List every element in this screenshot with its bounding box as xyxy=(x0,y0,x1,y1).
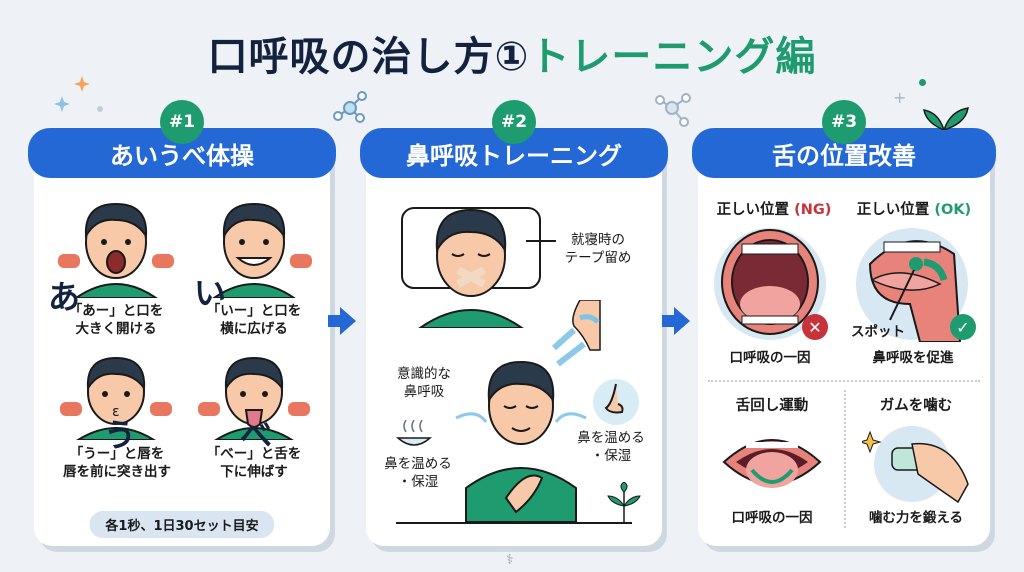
face-a-illustration xyxy=(58,202,174,298)
kana-i: い xyxy=(194,274,227,312)
step-badge: #1 xyxy=(160,100,204,144)
step-badge: #2 xyxy=(492,100,536,144)
chew-gum-illustration xyxy=(862,426,969,504)
warm-humidify-right: 鼻を温める ・保湿 xyxy=(577,430,645,464)
card-header: あいうべ体操 xyxy=(28,128,336,178)
column-divider xyxy=(844,390,846,528)
caption-i: 「いー」と口を 横に広げる xyxy=(206,303,302,337)
dot-decoration xyxy=(919,79,926,86)
svg-text:ε: ε xyxy=(112,404,120,420)
open-mouth-ng-illustration xyxy=(714,228,826,340)
arrow-right-icon xyxy=(328,307,356,335)
sleeping-tape-illustration xyxy=(401,207,541,328)
tongue-spot-ok-illustration xyxy=(856,228,968,342)
step-badge: #3 xyxy=(822,100,866,144)
ok-check-icon: ✓ xyxy=(950,314,976,340)
card-aiube-exercise: #1 あいうべ体操 あ 「あー」と口を 大きく開ける い 「いー」と口を 横に広… xyxy=(28,100,336,546)
ng-position-label: 正しい位置 (NG) xyxy=(716,202,832,218)
molecule-icon xyxy=(333,91,367,123)
frequency-note: 各1秒、1日30セット目安 xyxy=(89,511,275,538)
nose-airway-icon xyxy=(551,300,601,367)
face-i-illustration xyxy=(212,202,312,298)
caduceus-icon: ⚕ xyxy=(506,552,514,568)
tape-label: 就寝時の テープ留め xyxy=(564,232,632,266)
card-tongue-position: #3 舌の位置改善 正しい位置 (NG) 正しい位置 (OK) ✕ 口呼吸の一因… xyxy=(692,100,996,546)
page-title: 口呼吸の治し方①トレーニング編 xyxy=(0,24,1024,82)
tongue-rolling-title: 舌回し運動 xyxy=(735,398,809,414)
face-be-illustration xyxy=(198,356,310,440)
caption-be: 「べー」と舌を 下に伸ばす xyxy=(206,446,302,480)
ng-caption: 口呼吸の一因 xyxy=(729,350,811,366)
plant-icon xyxy=(607,482,641,522)
steam-bowl-icon xyxy=(396,419,432,446)
leaf-sprout-icon xyxy=(923,107,969,130)
caption-u: 「うー」と唇を 唇を前に突き出す xyxy=(63,446,171,480)
breathing-person-illustration xyxy=(455,360,587,522)
dot-decoration xyxy=(97,106,103,112)
spot-label: スポット xyxy=(851,324,905,340)
leader-line xyxy=(526,240,556,242)
sparkle-icon xyxy=(54,96,70,112)
nose-icon xyxy=(593,379,639,425)
card-header: 鼻呼吸トレーニング xyxy=(360,128,668,178)
tongue-rolling-illustration xyxy=(722,439,822,488)
card-nasal-breathing: #2 鼻呼吸トレーニング 就寝時の テープ留め 意識的な 鼻呼吸 xyxy=(360,100,668,546)
tongue-rolling-caption: 口呼吸の一因 xyxy=(731,510,813,526)
kana-a: あ xyxy=(48,278,81,316)
ng-cross-icon: ✕ xyxy=(802,314,828,340)
kana-u: う xyxy=(104,416,137,454)
kana-be: べ xyxy=(240,416,273,454)
sparkle-icon xyxy=(74,76,90,92)
title-accent: トレーニング編 xyxy=(529,34,817,80)
arrow-right-icon xyxy=(662,307,690,335)
molecule-icon xyxy=(655,93,691,127)
ok-position-label: 正しい位置 (OK) xyxy=(856,202,972,218)
ok-caption: 鼻呼吸を促進 xyxy=(872,350,954,366)
title-main: 口呼吸の治し方① xyxy=(207,34,530,80)
chew-gum-caption: 噛む力を鍛える xyxy=(868,510,964,526)
face-u-illustration: ε xyxy=(60,356,172,440)
caption-a: 「あー」と口を 大きく開ける xyxy=(68,303,164,337)
conscious-breathing-label: 意識的な 鼻呼吸 xyxy=(397,366,451,400)
ground-line xyxy=(396,522,632,524)
chew-gum-title: ガムを噛む xyxy=(879,398,953,414)
plus-decoration: + xyxy=(893,88,907,107)
warm-humidify-left: 鼻を温める ・保湿 xyxy=(384,456,452,490)
section-divider xyxy=(708,380,980,382)
